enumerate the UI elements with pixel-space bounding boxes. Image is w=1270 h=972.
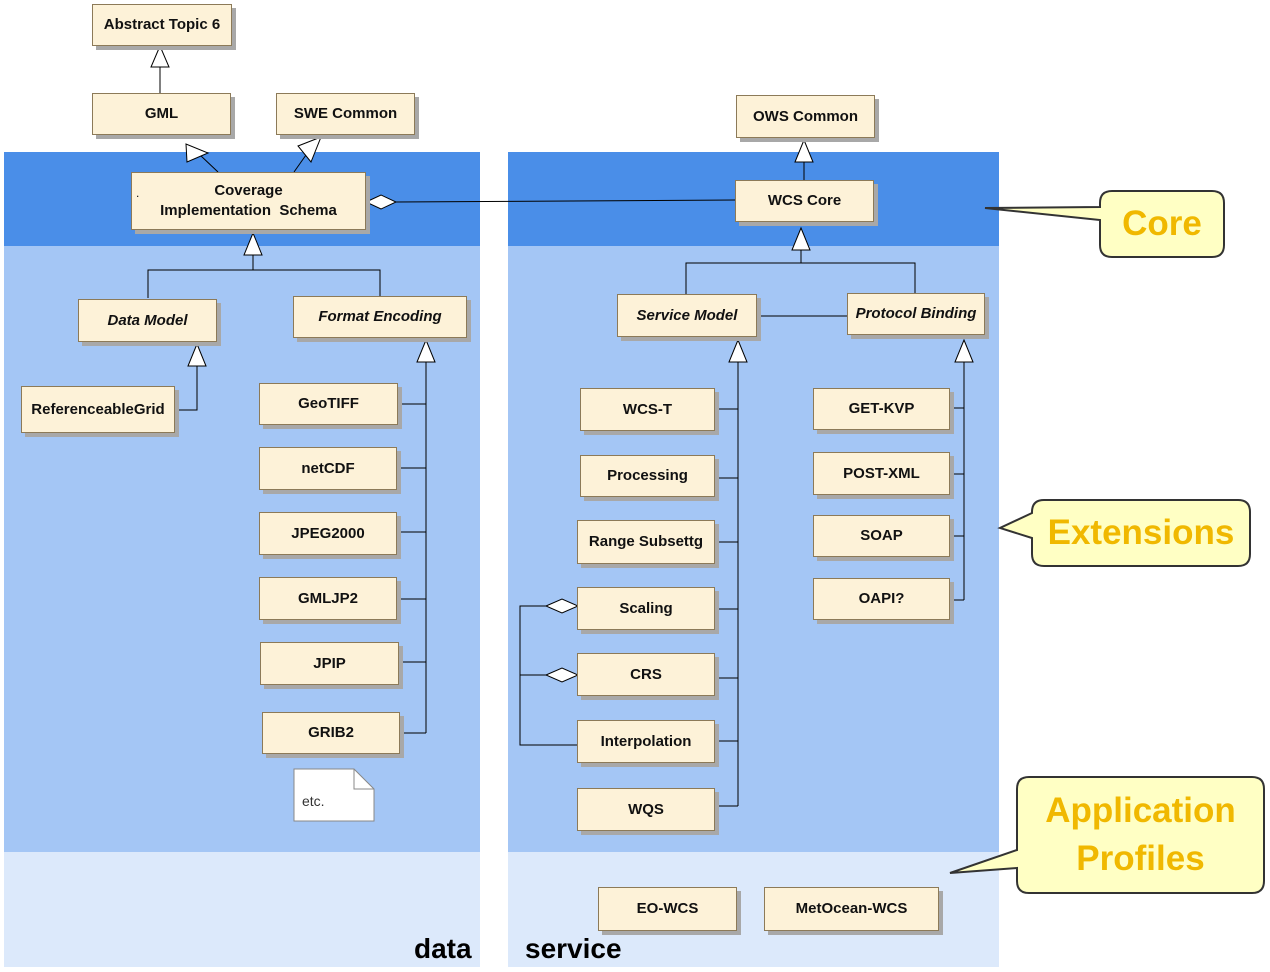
binding-oapi[interactable]: OAPI?: [813, 578, 950, 620]
application-profiles-callout: Application Profiles: [1017, 777, 1264, 893]
etc-note-text: etc.: [302, 793, 325, 809]
profile-eo-wcs[interactable]: EO-WCS: [598, 887, 737, 931]
binding-soap[interactable]: SOAP: [813, 515, 950, 557]
extensions-callout-shape: [997, 499, 1251, 567]
ows-common-package[interactable]: OWS Common: [736, 95, 875, 138]
format-jpip[interactable]: JPIP: [260, 642, 399, 685]
core-callout: Core: [1100, 191, 1224, 257]
core-callout-shape: [984, 190, 1225, 258]
coverage-marker: .: [136, 186, 140, 200]
format-jpeg2000[interactable]: JPEG2000: [259, 512, 397, 555]
coverage-title-line1: Coverage: [214, 182, 283, 199]
extension-range-subsetting[interactable]: Range Subsettg: [577, 520, 715, 564]
extension-crs[interactable]: CRS: [577, 653, 715, 696]
extension-scaling[interactable]: Scaling: [577, 587, 715, 630]
extension-wcs-t[interactable]: WCS-T: [580, 388, 715, 431]
swe-common-package[interactable]: SWE Common: [276, 93, 415, 135]
application-callout-line1: Application: [1045, 791, 1236, 830]
format-encoding-package[interactable]: Format Encoding: [293, 296, 467, 338]
gml-package[interactable]: GML: [92, 93, 231, 135]
application-profiles-callout-shape: [949, 776, 1265, 894]
data-column-label: data: [414, 933, 472, 964]
format-gmljp2[interactable]: GMLJP2: [259, 577, 397, 620]
format-grib2[interactable]: GRIB2: [262, 712, 400, 754]
coverage-implementation-schema-package[interactable]: . Coverage Implementation Schema: [131, 172, 366, 230]
extension-wqs[interactable]: WQS: [577, 788, 715, 831]
format-netcdf[interactable]: netCDF: [259, 447, 397, 490]
profile-metocean-wcs[interactable]: MetOcean-WCS: [764, 887, 939, 931]
coverage-title-line2: Implementation Schema: [160, 202, 337, 219]
extension-interpolation[interactable]: Interpolation: [577, 720, 715, 763]
protocol-binding-package[interactable]: Protocol Binding: [847, 293, 985, 335]
data-extension-band: [4, 246, 480, 852]
etc-note: etc.: [294, 769, 374, 821]
extension-processing[interactable]: Processing: [580, 455, 715, 497]
service-model-package[interactable]: Service Model: [617, 294, 757, 337]
wcs-core-package[interactable]: WCS Core: [735, 180, 874, 222]
extensions-callout-text: Extensions: [1047, 513, 1235, 552]
format-geotiff[interactable]: GeoTIFF: [259, 383, 398, 425]
abstract-topic-package[interactable]: Abstract Topic 6: [92, 4, 232, 46]
data-profile-band: [4, 852, 480, 967]
referenceable-grid-package[interactable]: ReferenceableGrid: [21, 386, 175, 433]
core-callout-text: Core: [1122, 204, 1202, 243]
binding-get-kvp[interactable]: GET-KVP: [813, 388, 950, 430]
note-shape: [293, 768, 375, 822]
service-column-label: service: [525, 933, 622, 964]
application-callout-line2: Profiles: [1076, 839, 1205, 878]
binding-post-xml[interactable]: POST-XML: [813, 452, 950, 495]
data-model-package[interactable]: Data Model: [78, 299, 217, 342]
extensions-callout: Extensions: [1032, 500, 1250, 566]
